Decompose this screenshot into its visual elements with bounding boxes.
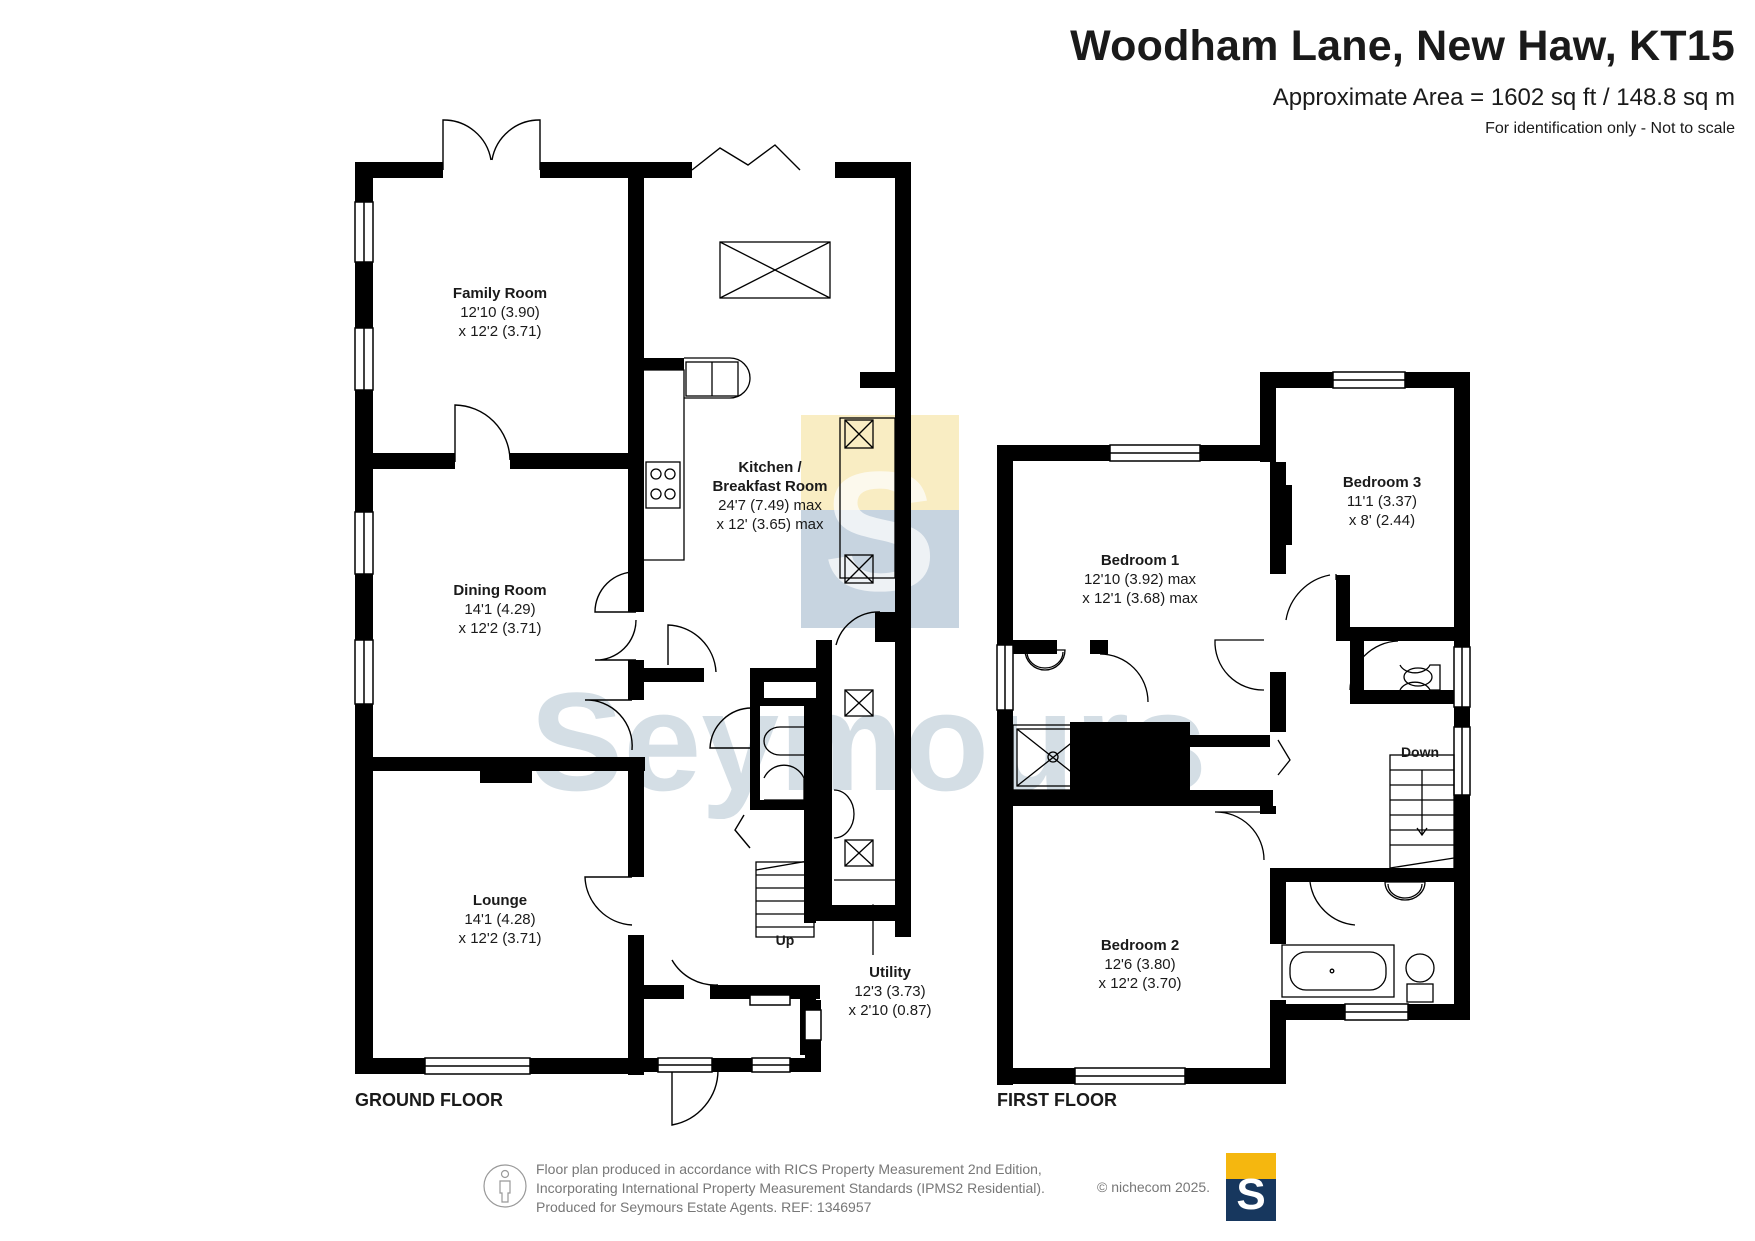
family-room-dim2: x 12'2 (3.71)	[459, 323, 542, 340]
ground-floor-doors	[442, 119, 881, 1126]
family-room-name: Family Room	[453, 285, 547, 302]
bedroom2-dim2: x 12'2 (3.70)	[1099, 975, 1182, 992]
bedroom2-name: Bedroom 2	[1101, 937, 1179, 954]
first-floor-walls	[997, 372, 1470, 1085]
utility-name: Utility	[869, 964, 911, 981]
bedroom1-dim2: x 12'1 (3.68) max	[1082, 590, 1198, 607]
disclaimer-note: For identification only - Not to scale	[1485, 120, 1735, 137]
bedroom3-name: Bedroom 3	[1343, 474, 1421, 491]
bedroom3-dim1: 11'1 (3.37)	[1347, 493, 1417, 510]
footer-text: Floor plan produced in accordance with R…	[536, 1160, 1045, 1217]
utility-dim2: x 2'10 (0.87)	[849, 1002, 932, 1019]
footer-line-2: Incorporating International Property Mea…	[536, 1180, 1045, 1196]
svg-text:S: S	[823, 437, 936, 627]
approximate-area: Approximate Area = 1602 sq ft / 148.8 sq…	[1272, 84, 1735, 111]
copyright: © nichecom 2025.	[1097, 1179, 1211, 1195]
bedroom1-dim1: 12'10 (3.92) max	[1084, 571, 1197, 588]
first-floor-windows	[996, 371, 1471, 1085]
first-floor-label: FIRST FLOOR	[997, 1090, 1117, 1110]
ground-floor-fixtures	[644, 241, 896, 955]
property-title: Woodham Lane, New Haw, KT15	[1070, 22, 1735, 70]
lounge-name: Lounge	[473, 892, 527, 909]
utility-dim1: 12'3 (3.73)	[854, 983, 925, 1000]
stairs-up-label: Up	[776, 932, 795, 948]
bedroom3-dim2: x 8' (2.44)	[1349, 512, 1415, 529]
first-floor-fixtures	[1012, 574, 1455, 1003]
bedroom1-name: Bedroom 1	[1101, 552, 1179, 569]
ground-floor-windows	[354, 201, 822, 1075]
person-icon	[483, 1164, 527, 1208]
footer-line-1: Floor plan produced in accordance with R…	[536, 1161, 1042, 1177]
kitchen-dim2: x 12' (3.65) max	[716, 516, 824, 533]
badge-letter: S	[1236, 1170, 1265, 1219]
dining-room-name: Dining Room	[453, 582, 546, 599]
stairs-down-label: Down	[1401, 744, 1439, 760]
bedroom2-dim1: 12'6 (3.80)	[1104, 956, 1175, 973]
dining-room-dim2: x 12'2 (3.71)	[459, 620, 542, 637]
room-labels: Family Room 12'10 (3.90) x 12'2 (3.71) K…	[453, 285, 1439, 1019]
lounge-dim1: 14'1 (4.28)	[464, 911, 535, 928]
footer-line-3: Produced for Seymours Estate Agents. REF…	[536, 1199, 872, 1215]
kitchen-name1: Kitchen /	[738, 459, 802, 476]
seymours-badge-logo: S	[1226, 1153, 1276, 1221]
floor-labels: GROUND FLOOR FIRST FLOOR	[355, 1090, 1117, 1110]
kitchen-name2: Breakfast Room	[712, 478, 827, 495]
family-room-dim1: 12'10 (3.90)	[460, 304, 540, 321]
dining-room-dim1: 14'1 (4.29)	[464, 601, 535, 618]
watermark-logo: S	[801, 415, 959, 628]
ground-floor-label: GROUND FLOOR	[355, 1090, 503, 1110]
lounge-dim2: x 12'2 (3.71)	[459, 930, 542, 947]
kitchen-dim1: 24'7 (7.49) max	[718, 497, 822, 514]
ground-floor-walls	[355, 162, 911, 1075]
